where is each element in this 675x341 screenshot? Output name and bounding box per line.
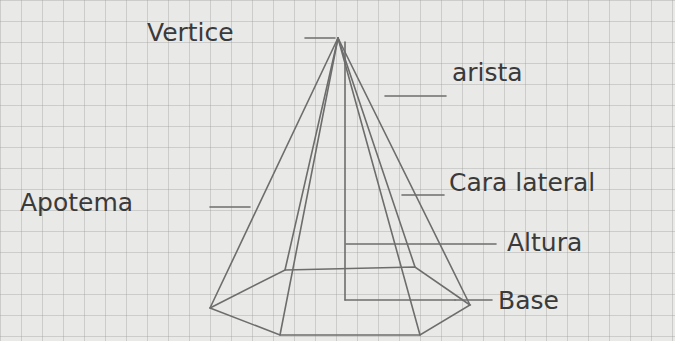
height-label: Altura (505, 230, 584, 255)
base-label: Base (496, 288, 561, 313)
apothem-label: Apotema (18, 190, 135, 215)
face-label: Cara lateral (447, 170, 597, 195)
edge-label: arista (450, 60, 525, 85)
vertex-label: Vertice (145, 20, 236, 45)
